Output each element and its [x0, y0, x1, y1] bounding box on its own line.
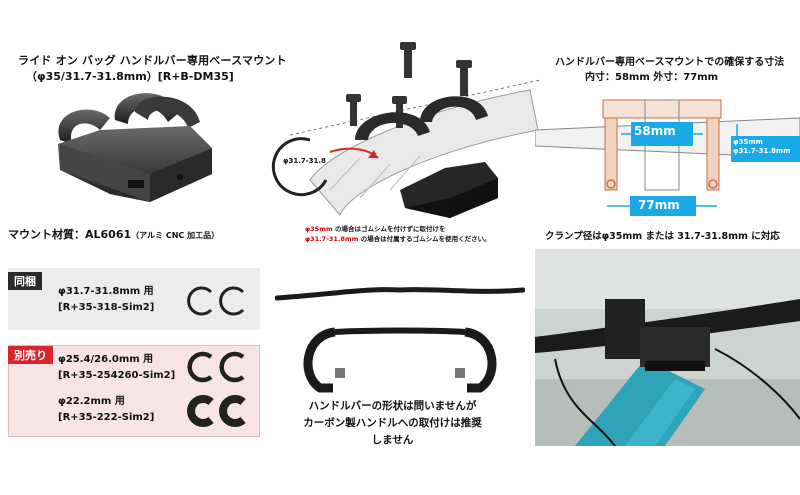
included-shim-text: φ31.7-31.8mm 用 [R+35-318-Sim2]: [58, 284, 154, 316]
note-phi-318: φ31.7-31.8mm: [305, 235, 359, 243]
product-title: ライド オン バッグ ハンドルバー専用ベースマウント: [18, 54, 287, 67]
diameter-label: φ35mm φ31.7-31.8mm: [733, 138, 791, 156]
included-shim-size: φ31.7-31.8mm 用: [58, 286, 154, 297]
material-text: マウント材質：AL6061: [8, 228, 132, 241]
included-shim-image: [187, 286, 245, 316]
dimension-title: ハンドルバー専用ベースマウントでの確保する寸法: [555, 57, 785, 68]
material-label: マウント材質：AL6061（アルミ CNC 加工品）: [8, 226, 219, 242]
diameter-35: φ35mm: [733, 138, 763, 146]
note-phi-35: φ35mm: [305, 225, 333, 233]
shim-222-code: [R+35-222-Sim2]: [58, 412, 155, 423]
installation-note-line1: φ35mm の場合はゴムシムを付けずに取付けを: [305, 224, 491, 234]
product-subtitle: （φ35/31.7-31.8mm）[R+B-DM35]: [26, 70, 234, 83]
shim-254-text: φ25.4/26.0mm 用 [R+35-254260-Sim2]: [58, 352, 175, 384]
handlebar-compatibility-note: ハンドルバーの形状は問いませんが カーボン製ハンドルへの取付けは推奨しません: [300, 398, 485, 449]
installation-note-line2: φ31.7-31.8mm の場合は付属するゴムシムを使用ください。: [305, 234, 491, 244]
shim-222-text: φ22.2mm 用 [R+35-222-Sim2]: [58, 394, 154, 426]
shim-222-size: φ22.2mm 用: [58, 396, 125, 407]
bike-mount-photo: [535, 249, 800, 446]
note-line2-rest: の場合は付属するゴムシムを使用ください。: [358, 235, 491, 243]
installation-illustration: [271, 42, 540, 218]
clamp-diameter-note: クランプ径はφ35mm または 31.7-31.8mm に対応: [545, 231, 780, 242]
shim-ring-label: φ31.7-31.8: [283, 157, 326, 165]
shim-254-code: [R+35-254260-Sim2]: [58, 370, 176, 381]
inner-dimension-label: 58mm: [634, 124, 676, 138]
handlebar-images: [275, 287, 525, 393]
material-note: （アルミ CNC 加工品）: [131, 231, 220, 240]
included-panel: [8, 268, 260, 330]
installation-note: φ35mm の場合はゴムシムを付けずに取付けを φ31.7-31.8mm の場合…: [305, 224, 491, 244]
shim-254-size: φ25.4/26.0mm 用: [58, 354, 154, 365]
shim-222-image: [187, 395, 246, 427]
dimension-subtitle: 内寸：58mm 外寸：77mm: [585, 72, 718, 83]
included-shim-code: [R+35-318-Sim2]: [58, 302, 155, 313]
bottom-note-line1: ハンドルバーの形状は問いませんが: [308, 400, 477, 412]
note-line1-rest: の場合はゴムシムを付けずに取付けを: [332, 225, 446, 233]
outer-dimension-label: 77mm: [638, 198, 680, 212]
sold-separately-tag: 別売り: [8, 346, 53, 364]
shim-254-image: [187, 351, 245, 383]
included-tag: 同梱: [8, 272, 42, 290]
bottom-note-line2: カーボン製ハンドルへの取付けは推奨しません: [303, 417, 482, 446]
dimension-diagram: [535, 99, 800, 216]
diameter-318: φ31.7-31.8mm: [733, 147, 791, 155]
mount-illustration: [58, 93, 212, 202]
